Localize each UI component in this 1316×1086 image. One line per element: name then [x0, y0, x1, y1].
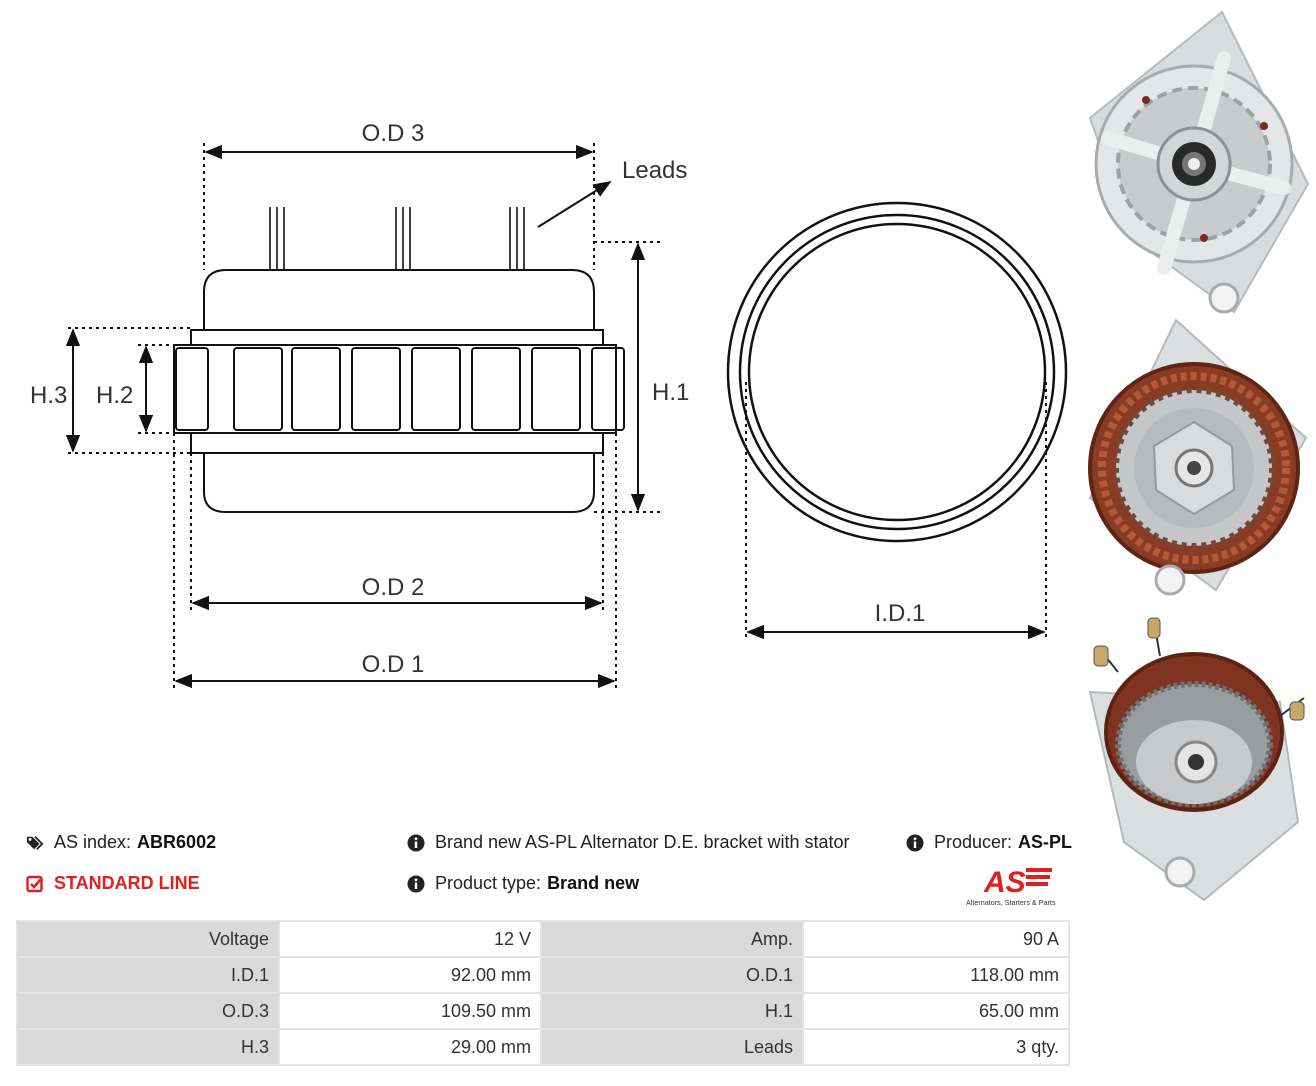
technical-drawing: O.D 3 Leads H.1 H.3 H.2 O.D 2 O.D 1 I.D.… [30, 120, 1068, 689]
logo-tagline: Alternators, Starters & Parts [966, 898, 1056, 907]
product-photo-bracket-front [1088, 10, 1310, 314]
producer: Producer: AS-PL [906, 832, 1072, 853]
logo-mark: AS [983, 866, 1026, 899]
spec-table: Voltage 12 V Amp. 90 A I.D.1 92.00 mm O.… [16, 920, 1070, 1066]
h2-label: H.2 [96, 382, 133, 409]
as-index-value: ABR6002 [137, 832, 217, 852]
info-circle-icon [906, 834, 924, 852]
core-slot [233, 347, 283, 431]
core-slot [591, 347, 625, 431]
table-row: I.D.1 92.00 mm O.D.1 118.00 mm [16, 956, 1070, 994]
spec-value: 29.00 mm [278, 1028, 542, 1066]
h3-label: H.3 [30, 382, 67, 409]
product-description: Brand new AS-PL Alternator D.E. bracket … [407, 832, 850, 853]
spec-label: Leads [540, 1028, 804, 1066]
spec-label: H.1 [540, 992, 804, 1030]
spec-label: Voltage [16, 920, 280, 958]
od1-label: O.D 1 [362, 651, 425, 678]
product-photo-stator-top [1088, 318, 1308, 596]
spec-value: 12 V [278, 920, 542, 958]
description-text: Brand new AS-PL Alternator D.E. bracket … [435, 832, 850, 852]
spec-label: O.D.1 [540, 956, 804, 994]
as-index-label: AS index: [54, 832, 132, 852]
core-slot [411, 347, 461, 431]
spec-value: 3 qty. [802, 1028, 1070, 1066]
standard-line: STANDARD LINE [26, 873, 200, 894]
spec-value: 65.00 mm [802, 992, 1070, 1030]
product-type: Product type: Brand new [407, 873, 639, 894]
tags-icon [26, 834, 44, 852]
id1-label: I.D.1 [875, 600, 926, 627]
check-square-icon [26, 875, 44, 893]
leads-label: Leads [622, 157, 687, 184]
core-slot [351, 347, 401, 431]
spec-value: 92.00 mm [278, 956, 542, 994]
info-circle-icon [407, 834, 425, 852]
standard-line-label: STANDARD LINE [54, 873, 200, 893]
core-slot [471, 347, 521, 431]
spec-label: O.D.3 [16, 992, 280, 1030]
core-slot [531, 347, 581, 431]
spec-value: 118.00 mm [802, 956, 1070, 994]
spec-value: 90 A [802, 920, 1070, 958]
spec-value: 109.50 mm [278, 992, 542, 1030]
product-type-value: Brand new [547, 873, 640, 893]
producer-label: Producer: [934, 832, 1013, 852]
spec-label: Amp. [540, 920, 804, 958]
core-slot [175, 347, 209, 431]
as-index: AS index: ABR6002 [26, 832, 216, 853]
od2-label: O.D 2 [362, 574, 425, 601]
spec-label: H.3 [16, 1028, 280, 1066]
table-row: H.3 29.00 mm Leads 3 qty. [16, 1028, 1070, 1066]
table-row: O.D.3 109.50 mm H.1 65.00 mm [16, 992, 1070, 1030]
info-circle-icon [407, 875, 425, 893]
table-row: Voltage 12 V Amp. 90 A [16, 920, 1070, 958]
spec-label: I.D.1 [16, 956, 280, 994]
product-type-label: Product type: [435, 873, 542, 893]
as-pl-logo: AS Alternators, Starters & Parts [966, 866, 1056, 907]
h1-label: H.1 [652, 379, 689, 406]
od3-label: O.D 3 [362, 120, 425, 147]
core-slot [291, 347, 341, 431]
producer-value: AS-PL [1018, 832, 1073, 852]
product-photo-stator-side [1088, 617, 1305, 902]
